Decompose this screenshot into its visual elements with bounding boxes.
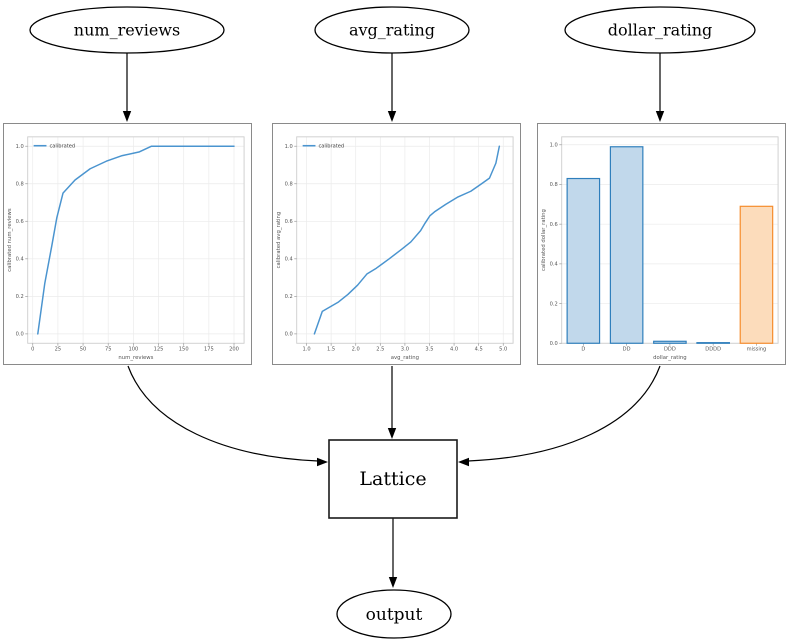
x-tick-label: DDD (664, 347, 676, 353)
x-axis-label: dollar_rating (653, 355, 687, 361)
arrowhead-icon (122, 111, 132, 122)
arrowhead-icon (387, 111, 397, 122)
y-tick-label: 0.8 (16, 182, 24, 188)
x-tick-label: 0 (31, 347, 34, 353)
y-axis-label: calibrated dollar_rating (541, 209, 547, 271)
node-lattice-box (328, 439, 458, 519)
arrowhead-icon (387, 428, 397, 439)
calibration-line (37, 145, 235, 335)
node-dollar-rating-label: dollar_rating (608, 21, 713, 40)
edge-calibrator3-to-lattice (467, 365, 661, 462)
x-tick-label: 3.0 (401, 347, 409, 353)
y-axis-label: calibrated avg_rating (276, 212, 282, 269)
x-tick-label: 3.5 (425, 347, 433, 353)
edges (126, 53, 661, 578)
edge-calibrator1-to-lattice (127, 365, 319, 462)
bar-missing (739, 205, 774, 344)
y-tick-label: 0.2 (16, 294, 24, 300)
x-tick-label: 1.5 (327, 347, 335, 353)
y-tick-label: 1.0 (285, 144, 293, 150)
x-tick-label: 4.0 (450, 347, 458, 353)
y-tick-label: 0.0 (550, 341, 558, 347)
y-axis-label: calibrated num_reviews (7, 208, 13, 272)
x-tick-label: 200 (229, 347, 239, 353)
node-output-ellipse (336, 589, 452, 639)
bar-DD (609, 146, 644, 344)
calibration-line (313, 145, 501, 335)
y-tick-label: 0.8 (285, 182, 293, 188)
x-tick-label: missing (747, 347, 767, 353)
x-tick-label: 2.0 (352, 347, 360, 353)
x-tick-label: 25 (55, 347, 62, 353)
y-tick-label: 0.4 (550, 262, 558, 268)
y-tick-label: 0.2 (285, 294, 293, 300)
bar-DDD (653, 340, 687, 344)
x-tick-label: 100 (128, 347, 138, 353)
legend-label: calibrated (318, 144, 344, 150)
plot-border (296, 136, 514, 344)
node-output-label: output (366, 605, 423, 625)
y-tick-label: 0.6 (16, 219, 24, 225)
legend-label: calibrated (49, 144, 75, 150)
arrowhead-icon (458, 457, 469, 467)
chart-num-reviews-calibration: 0 25 50 75 100 125 150 175 200 0.0 0.2 0.4 0.6 0.8 1.0… (3, 123, 252, 365)
x-tick-label: 125 (154, 347, 164, 353)
node-lattice-label: Lattice (359, 468, 426, 490)
y-tick-label: 1.0 (16, 144, 24, 150)
y-tick-label: 1.0 (550, 143, 558, 149)
y-tick-label: 0.6 (550, 222, 558, 228)
arrowhead-icon (317, 457, 328, 467)
x-tick-label: D (581, 347, 585, 353)
x-tick-label: 4.5 (475, 347, 483, 353)
x-axis-label: avg_rating (391, 355, 419, 361)
x-axis-label: num_reviews (118, 355, 153, 361)
x-tick-label: DDDD (705, 347, 721, 353)
node-avg-rating-label: avg_rating (349, 21, 435, 40)
x-tick-label: 1.0 (302, 347, 310, 353)
nodes: num_reviews avg_rating dollar_rating Lat… (29, 6, 756, 639)
arrowhead-icon (388, 577, 398, 588)
node-dollar-rating-ellipse (564, 6, 756, 54)
y-tick-label: 0.0 (16, 332, 24, 338)
chart-avg-rating-calibration: 1.0 1.5 2.0 2.5 3.0 3.5 4.0 4.5 5.0 0.0 0.2 0.4 0.6 0… (272, 123, 521, 365)
x-tick-label: 175 (204, 347, 214, 353)
x-tick-label: 75 (105, 347, 112, 353)
y-tick-label: 0.8 (550, 182, 558, 188)
arrowhead-icon (655, 111, 665, 122)
chart-avg-rating-svg: 1.0 1.5 2.0 2.5 3.0 3.5 4.0 4.5 5.0 0.0 0.2 0.4 0.6 0… (276, 136, 514, 361)
x-tick-label: 50 (80, 347, 87, 353)
y-tick-label: 0.4 (16, 257, 24, 263)
bar-D (566, 177, 601, 344)
y-tick-label: 0.2 (550, 301, 558, 307)
y-tick-label: 0.0 (285, 332, 293, 338)
x-tick-label: 2.5 (376, 347, 384, 353)
y-tick-label: 0.6 (285, 219, 293, 225)
node-num-reviews-ellipse (29, 6, 225, 54)
bar-DDDD (696, 342, 730, 344)
plot-border (27, 136, 245, 344)
x-tick-label: 150 (179, 347, 189, 353)
node-num-reviews-label: num_reviews (74, 21, 180, 40)
x-tick-label: 5.0 (499, 347, 507, 353)
plot-area (27, 136, 245, 344)
y-tick-label: 0.4 (285, 257, 293, 263)
chart-num-reviews-svg: 0 25 50 75 100 125 150 175 200 0.0 0.2 0.4 0.6 0.8 1.0… (7, 136, 245, 361)
node-avg-rating-ellipse (314, 6, 470, 54)
x-tick-label: DD (623, 347, 631, 353)
arrowheads (122, 111, 665, 588)
